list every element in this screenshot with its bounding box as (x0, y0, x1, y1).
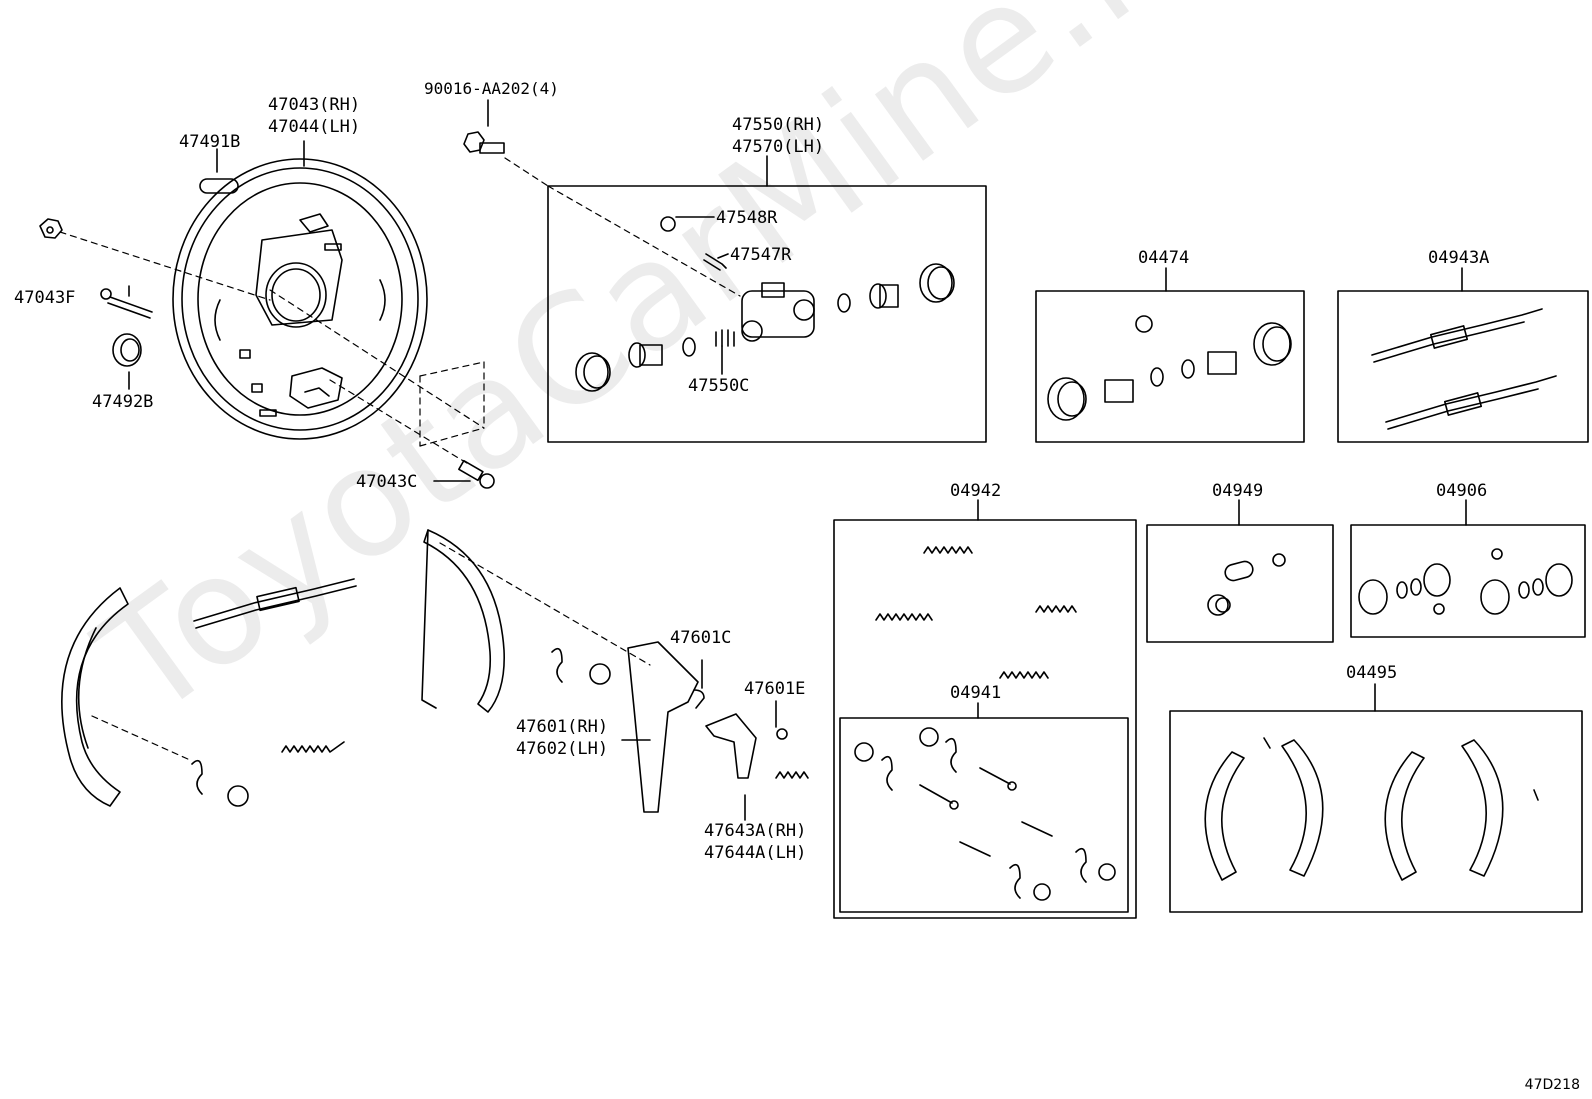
label-04474: 04474 (1138, 248, 1190, 268)
label-wheel-cylinder: 47550(RH) 47570(LH) (732, 114, 824, 158)
label-47644a: 47644A(LH) (704, 843, 807, 863)
label-47601: 47601(RH) (516, 717, 609, 737)
label-47547r: 47547R (730, 245, 792, 265)
label-04943a: 04943A (1428, 248, 1490, 268)
box-04941 (839, 717, 1129, 913)
label-lever: 47601(RH) 47602(LH) (516, 716, 608, 760)
bolt-shaft (100, 288, 153, 319)
label-47492b: 47492B (92, 392, 154, 412)
kit-04949-parts (1207, 553, 1286, 616)
lever-47601 (627, 641, 699, 813)
label-47043c: 47043C (356, 472, 418, 492)
wheel-cylinder-parts (575, 216, 955, 392)
box-04949 (1146, 524, 1334, 643)
kit-04906-parts (1358, 548, 1573, 615)
spring-cup-47601 (551, 647, 611, 685)
box-04474 (1035, 290, 1305, 443)
label-47491b: 47491B (179, 132, 241, 152)
label-47044: 47044(LH) (268, 117, 361, 137)
label-adjusting-lever: 47643A(RH) 47644A(LH) (704, 820, 806, 864)
box-04942 (833, 519, 1137, 919)
label-47643a: 47643A(RH) (704, 821, 807, 841)
backing-plate (172, 158, 428, 440)
grommet-47492b (112, 333, 142, 367)
label-47601c: 47601C (670, 628, 732, 648)
kit-04943a-parts (1371, 308, 1557, 430)
label-47570: 47570(LH) (732, 137, 825, 157)
label-backing-plate: 47043(RH) 47044(LH) (268, 94, 360, 138)
bolt-90016 (463, 131, 505, 154)
label-90016-aa202: 90016-AA202(4) (424, 79, 559, 98)
leader-lines (128, 99, 1467, 821)
kit-04474-parts (1047, 315, 1292, 421)
label-47550: 47550(RH) (732, 115, 825, 135)
label-04942: 04942 (950, 481, 1002, 501)
adjuster-left (193, 578, 357, 629)
label-47602: 47602(LH) (516, 739, 609, 759)
kit-04942-springs (875, 546, 1077, 679)
spring-left (191, 741, 345, 807)
box-04943A (1337, 290, 1589, 443)
label-47043: 47043(RH) (268, 95, 361, 115)
label-04906: 04906 (1436, 481, 1488, 501)
label-47601e: 47601E (744, 679, 806, 699)
plug-47491b (199, 178, 239, 194)
kit-04495-shoes (1204, 737, 1539, 881)
brake-shoe-right (421, 529, 505, 713)
label-04941: 04941 (950, 683, 1002, 703)
diagram-code: 47D218 (1524, 1077, 1580, 1093)
bolt-47043c (458, 459, 495, 489)
label-47550c: 47550C (688, 376, 750, 396)
box-04906 (1350, 524, 1586, 638)
label-04495: 04495 (1346, 663, 1398, 683)
box-04495 (1169, 710, 1583, 913)
kit-04941-parts (854, 727, 1116, 901)
nut-47043f (39, 218, 63, 239)
brake-shoe-left (61, 587, 129, 807)
label-04949: 04949 (1212, 481, 1264, 501)
dashed-guides (59, 157, 741, 761)
label-47043f: 47043F (14, 288, 76, 308)
label-47548r: 47548R (716, 208, 778, 228)
lever-47643a (705, 713, 809, 779)
clip-47601c (693, 689, 705, 709)
